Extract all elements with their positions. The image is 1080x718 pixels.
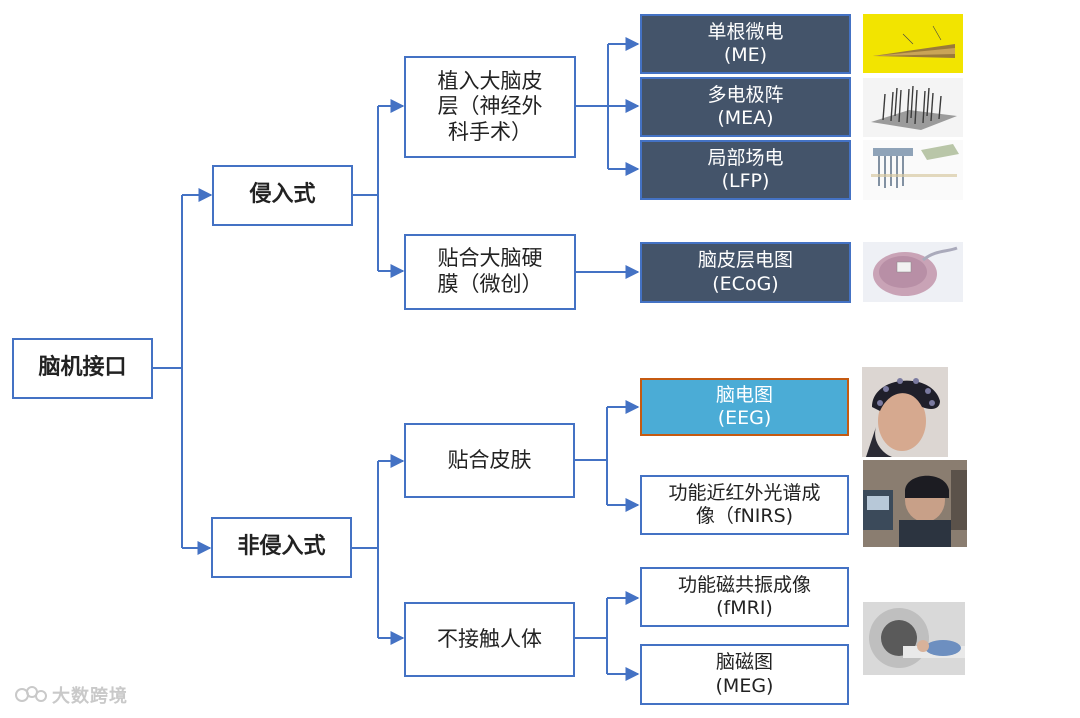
- leaf-me: 单根微电 (ME): [640, 14, 851, 74]
- leaf-mea: 多电极阵 (MEA): [640, 77, 851, 137]
- dura-attach-node: 贴合大脑硬 膜（微创）: [404, 234, 576, 310]
- cortex-implant-node: 植入大脑皮 层（神经外 科手术）: [404, 56, 576, 158]
- cortex-line-1: 植入大脑皮: [437, 68, 543, 93]
- leaf-ecog-line-1: 脑皮层电图: [697, 249, 793, 272]
- cortex-line-3: 科手术）: [448, 119, 532, 144]
- mri-scanner-image: [863, 602, 965, 675]
- leaf-lfp-line-1: 局部场电: [707, 146, 784, 169]
- watermark-text: 大数跨境: [52, 686, 128, 707]
- leaf-fmri-line-1: 功能磁共振成像: [677, 573, 811, 596]
- contactless-node: 不接触人体: [404, 602, 575, 677]
- leaf-meg: 脑磁图 (MEG): [640, 644, 849, 705]
- watermark: 大数跨境: [14, 682, 128, 708]
- leaf-mea-line-1: 多电极阵: [707, 83, 784, 106]
- skin-contact-node: 贴合皮肤: [404, 423, 575, 498]
- leaf-lfp: 局部场电 (LFP): [640, 140, 851, 200]
- leaf-lfp-line-2: (LFP): [721, 170, 770, 192]
- leaf-meg-line-2: (MEG): [715, 674, 774, 697]
- leaf-fmri: 功能磁共振成像 (fMRI): [640, 567, 849, 627]
- invasive-label: 侵入式: [249, 182, 316, 208]
- lfp-probe-image: [863, 140, 963, 200]
- fnirs-headset-image: [863, 460, 967, 547]
- root-label: 脑机接口: [38, 355, 127, 381]
- leaf-ecog-line-2: (ECoG): [712, 272, 779, 295]
- leaf-mea-line-2: (MEA): [717, 107, 774, 129]
- invasive-node: 侵入式: [212, 165, 353, 226]
- leaf-eeg-line-1: 脑电图: [715, 383, 773, 406]
- leaf-fnirs: 功能近红外光谱成 像（fNIRS): [640, 475, 849, 535]
- micro-electrode-tip-image: [863, 14, 963, 73]
- root-node-brain-computer-interface: 脑机接口: [12, 338, 153, 399]
- leaf-me-line-1: 单根微电: [707, 20, 784, 43]
- electrode-array-image: [863, 78, 963, 137]
- skin-label: 贴合皮肤: [447, 447, 532, 472]
- leaf-eeg-line-2: (EEG): [717, 407, 772, 429]
- leaf-fmri-line-2: (fMRI): [716, 597, 773, 619]
- brand-logo-icon: [15, 686, 47, 702]
- dura-line-1: 贴合大脑硬: [437, 246, 543, 271]
- leaf-fnirs-line-2: 像（fNIRS): [695, 505, 794, 527]
- eeg-cap-image: [862, 367, 948, 457]
- leaf-ecog: 脑皮层电图 (ECoG): [640, 242, 851, 303]
- cortex-line-2: 层（神经外: [437, 94, 543, 119]
- dura-line-2: 膜（微创）: [437, 272, 543, 296]
- leaf-meg-line-1: 脑磁图: [715, 651, 773, 674]
- leaf-me-line-2: (ME): [723, 44, 768, 66]
- noninvasive-node: 非侵入式: [211, 517, 352, 578]
- noninvasive-label: 非侵入式: [237, 534, 326, 560]
- ecog-brain-image: [863, 242, 963, 302]
- leaf-fnirs-line-1: 功能近红外光谱成: [668, 481, 821, 504]
- leaf-eeg: 脑电图 (EEG): [640, 378, 849, 436]
- contactless-label: 不接触人体: [437, 626, 542, 651]
